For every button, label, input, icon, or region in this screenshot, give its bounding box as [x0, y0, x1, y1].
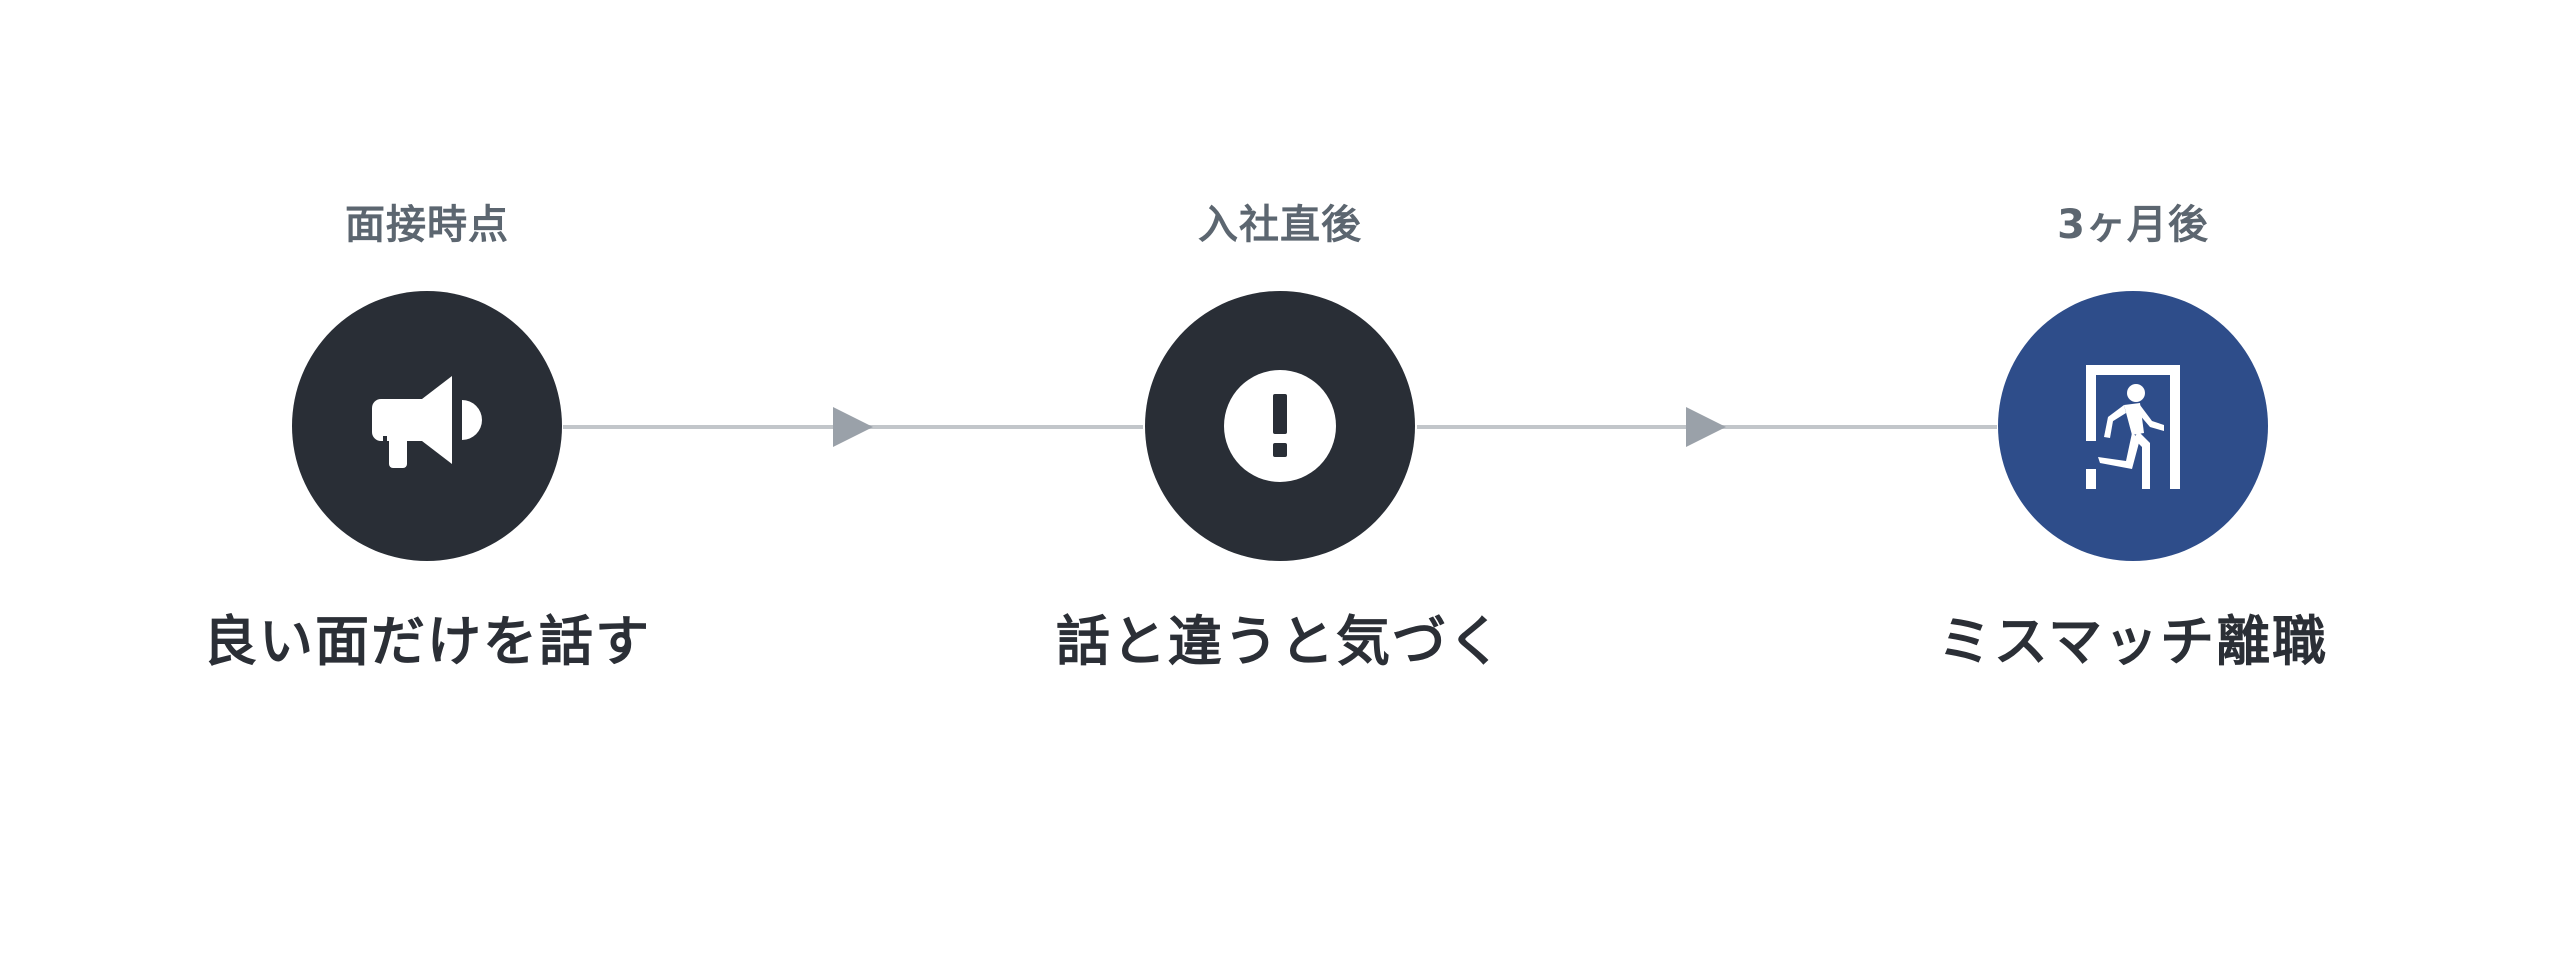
arrow-head-2 [1686, 407, 1726, 447]
step-time-label: 入社直後 [1198, 202, 1362, 248]
step-circle [1998, 291, 2268, 561]
step-circle [1145, 291, 1415, 561]
step-three-months: 3ヶ月後 ミスマッチ離職 [1783, 0, 2483, 967]
arrow-head-1 [833, 407, 873, 447]
step-time-label: 面接時点 [345, 202, 509, 248]
step-interview: 面接時点 良い面だけを話す [77, 0, 777, 967]
exclamation-icon [1222, 368, 1338, 484]
step-caption: 良い面だけを話す [203, 610, 651, 673]
step-time-label: 3ヶ月後 [2057, 202, 2209, 248]
step-joining: 入社直後 話と違うと気づく [930, 0, 1630, 967]
exit-door-icon [2078, 361, 2188, 491]
megaphone-icon [367, 366, 487, 486]
step-caption: 話と違うと気づく [1056, 610, 1504, 673]
step-caption: ミスマッチ離職 [1937, 610, 2329, 673]
step-circle [292, 291, 562, 561]
